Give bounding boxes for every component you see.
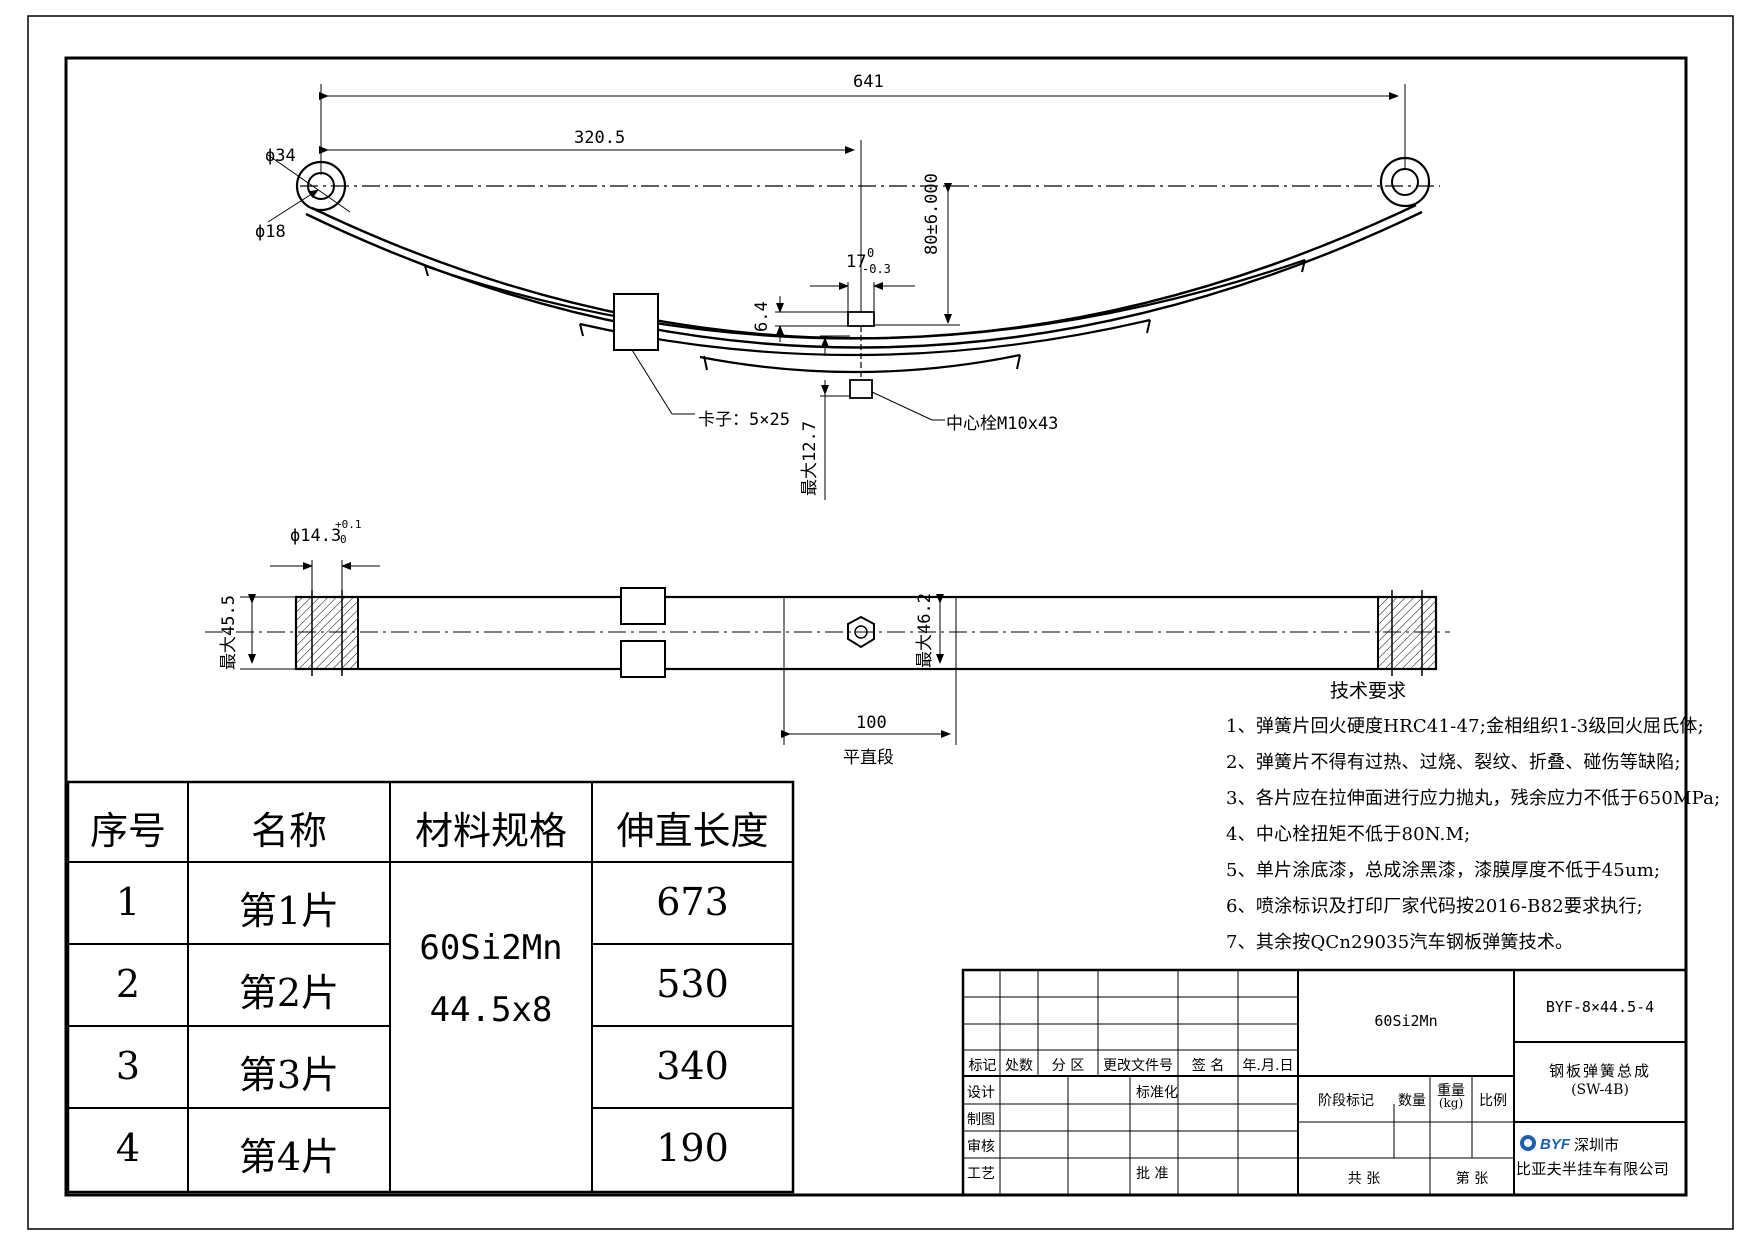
dim-eye-outer: ϕ34 (265, 146, 296, 166)
tb-weight-unit: (kg) (1438, 1096, 1464, 1110)
clip-bottom (620, 640, 666, 678)
tb-col-date: 年.月.日 (1242, 1058, 1294, 1074)
dim-bolt-tol-up: 0 (867, 246, 875, 260)
right-bushing (1377, 596, 1437, 670)
parts-row-length: 340 (656, 1044, 729, 1088)
tb-process: 工艺 (967, 1166, 995, 1182)
dim-camber: 80±6.000 (922, 173, 942, 255)
tb-review: 审核 (967, 1139, 995, 1155)
parts-header-no: 序号 (89, 809, 166, 853)
tb-material: 60Si2Mn (1374, 1012, 1438, 1030)
parts-row-no: 1 (115, 880, 141, 924)
tb-col-sign: 签 名 (1191, 1058, 1225, 1074)
dimension-lines (267, 84, 1406, 500)
tb-stage-mark: 阶段标记 (1318, 1093, 1374, 1109)
parts-row-name: 第3片 (238, 1053, 340, 1097)
outer-border (27, 15, 1734, 1230)
tb-col-change-doc: 更改文件号 (1103, 1058, 1173, 1074)
spring-plan-view (205, 560, 1450, 745)
tb-weight: 重量 (1437, 1083, 1465, 1099)
tb-drawing-number: BYF-8×44.5-4 (1545, 998, 1655, 1016)
tech-req-item: 1、弹簧片回火硬度HRC41-47;金相组织1-3级回火屈氏体; (1226, 716, 1704, 737)
tb-drawing-name: 钢板弹簧总成 (1548, 1062, 1651, 1080)
parts-row-name: 第1片 (238, 889, 340, 933)
svg-text:BYF: BYF (1540, 1136, 1571, 1153)
dim-bolt-head: 17 (846, 252, 867, 272)
dim-flat-length: 100 (856, 713, 887, 733)
tb-quantity: 数量 (1398, 1093, 1426, 1109)
tb-standardization: 标准化 (1136, 1085, 1178, 1101)
dim-half-length: 320.5 (574, 128, 626, 148)
parts-material-spec: 60Si2Mn (419, 928, 563, 968)
dim-bolt-tol-low: -0.3 (862, 262, 891, 276)
dim-bushing-tol-up: +0.1 (335, 518, 362, 531)
tb-design: 设计 (967, 1085, 995, 1101)
clip-band (613, 293, 659, 351)
parts-row-name: 第2片 (238, 971, 340, 1015)
label-clip: 卡子：5×25 (698, 410, 790, 430)
parts-header-length: 伸直长度 (616, 809, 769, 853)
title-block-grid (961, 968, 1688, 1197)
tb-drafting: 制图 (967, 1112, 995, 1128)
spring-side-view (295, 156, 1440, 399)
dim-eye-inner: ϕ18 (255, 222, 286, 242)
parts-row-length: 190 (656, 1126, 729, 1170)
dim-width-center: 最大46.2 (915, 593, 935, 668)
tech-req-item: 4、中心栓扭矩不低于80N.M; (1226, 824, 1471, 845)
tech-req-item: 5、单片涂底漆，总成涂黑漆，漆膜厚度不低于45um; (1226, 860, 1661, 881)
bolt-nut-bottom (849, 379, 873, 399)
dim-total-length: 641 (853, 72, 884, 92)
bolt-nut-top (847, 311, 875, 327)
center-bolt-hex (847, 615, 875, 649)
label-center-bolt: 中心栓M10x43 (946, 414, 1059, 434)
parts-material-size: 44.5x8 (429, 990, 553, 1030)
parts-row-no: 4 (115, 1126, 141, 1170)
parts-table-grid (66, 780, 795, 1194)
inner-frame (64, 56, 1688, 1197)
dim-leaf-gap: 6.4 (752, 301, 772, 332)
dim-width-eye: 最大45.5 (219, 595, 239, 670)
parts-header-name: 名称 (250, 809, 327, 853)
tech-req-item: 3、各片应在拉伸面进行应力抛丸，残余应力不低于650MPa; (1226, 788, 1721, 809)
left-bushing (295, 596, 359, 670)
dim-max-thickness: 最大12.7 (800, 421, 820, 496)
tb-col-count: 处数 (1005, 1058, 1033, 1074)
company-logo: BYF (1520, 1135, 1571, 1153)
tb-total-sheets: 共 张 (1347, 1171, 1381, 1187)
label-flat-section: 平直段 (843, 748, 894, 768)
leaf-1-bottom (305, 210, 1423, 349)
tb-sheet-number: 第 张 (1455, 1171, 1489, 1187)
tb-scale: 比例 (1479, 1093, 1507, 1109)
leaf-2 (424, 258, 1306, 340)
tech-req-item: 6、喷涂标识及打印厂家代码按2016-B82要求执行; (1226, 896, 1643, 917)
tb-drawing-sub: (SW-4B) (1571, 1082, 1629, 1098)
right-eye-bore (1391, 168, 1419, 196)
parts-row-name: 第4片 (238, 1135, 340, 1179)
tb-approve: 批 准 (1136, 1166, 1169, 1182)
tb-col-zone: 分 区 (1051, 1058, 1085, 1074)
tech-req-item: 2、弹簧片不得有过热、过烧、裂纹、折叠、碰伤等缺陷; (1226, 752, 1681, 773)
parts-row-length: 673 (656, 880, 729, 924)
parts-row-length: 530 (656, 962, 729, 1006)
parts-row-no: 2 (115, 962, 141, 1006)
tech-req-item: 7、其余按QCn29035汽车钢板弹簧技术。 (1226, 932, 1574, 953)
tb-col-mark: 标记 (968, 1058, 997, 1074)
tech-req-title: 技术要求 (1330, 680, 1407, 702)
leaf-plan-outline (294, 595, 1438, 671)
dim-bushing-dia: ϕ14.3 (290, 526, 342, 546)
parts-header-material: 材料规格 (414, 809, 567, 853)
clip-top (620, 587, 666, 625)
leaf-4 (699, 353, 1021, 374)
dim-bushing-tol-low: 0 (340, 533, 347, 546)
tb-company-name: 比亚夫半挂车有限公司 (1516, 1160, 1670, 1178)
tb-company-city: 深圳市 (1574, 1136, 1620, 1154)
parts-row-no: 3 (115, 1044, 141, 1088)
